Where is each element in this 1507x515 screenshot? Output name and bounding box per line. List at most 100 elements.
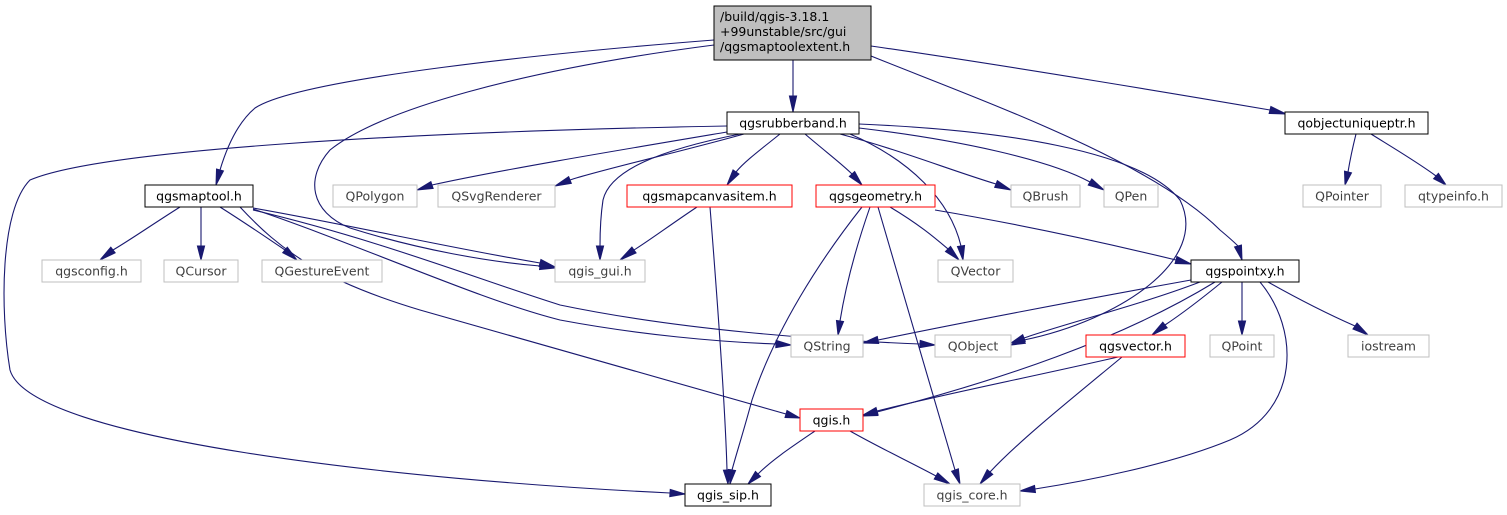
edges-layer xyxy=(3,39,1448,498)
edge-qgsmapcanvasitem-to-qgis_gui xyxy=(619,206,698,261)
edge-qgsmaptool-to-QCursor xyxy=(196,207,206,261)
node-label: qgsmaptool.h xyxy=(156,189,242,204)
node-box xyxy=(815,184,936,208)
node-box xyxy=(437,184,556,208)
node-qgspointxy[interactable]: qgspointxy.h xyxy=(1190,259,1300,283)
node-label: qgsconfig.h xyxy=(55,264,128,279)
node-qobjectuniqueptr[interactable]: qobjectuniqueptr.h xyxy=(1284,111,1429,135)
node-box xyxy=(726,111,860,135)
edge-qgsgeometry-to-qgis_sip xyxy=(727,206,863,485)
edge-qgsgeometry-to-QVector xyxy=(889,206,960,261)
node-qgsrubberband[interactable]: qgsrubberband.h xyxy=(726,111,860,135)
edge-qgsrubberband-to-qgsmapcanvasitem xyxy=(726,133,781,186)
edge-qgsvector-to-qgis_core xyxy=(979,356,1123,485)
node-box xyxy=(626,184,793,208)
node-label: /build/qgis-3.18.1 xyxy=(720,9,829,24)
edge-qgsmaptool-to-qgsconfig xyxy=(99,206,181,261)
node-label: QCursor xyxy=(176,264,228,279)
node-box xyxy=(261,259,383,283)
node-QString: QString xyxy=(790,334,864,358)
node-label: qtypeinfo.h xyxy=(1418,189,1489,204)
node-box xyxy=(1103,184,1159,208)
edge-qgsmaptool-to-qgis_gui xyxy=(252,207,556,268)
node-label: QPointer xyxy=(1315,189,1370,204)
node-label: QObject xyxy=(948,339,999,354)
node-qgsmaptool[interactable]: qgsmaptool.h xyxy=(144,184,254,208)
node-label: qobjectuniqueptr.h xyxy=(1297,116,1415,131)
edge-qobjectuniqueptr-to-QPointer xyxy=(1343,133,1357,187)
edge-qgsrubberband-to-QVector xyxy=(849,133,966,261)
node-qgis_core: qgis_core.h xyxy=(923,483,1021,507)
node-box xyxy=(1404,184,1503,208)
nodes-layer: /build/qgis-3.18.1+99unstable/src/gui/qg… xyxy=(41,5,1503,507)
edge-qgsgeometry-to-QString xyxy=(835,206,871,336)
node-box xyxy=(1209,334,1275,358)
node-qgsmapcanvasitem[interactable]: qgsmapcanvasitem.h xyxy=(626,184,793,208)
edge-qgis-to-qgis_core xyxy=(849,430,951,485)
node-label: QPen xyxy=(1115,189,1148,204)
node-label: +99unstable/src/gui xyxy=(720,24,846,39)
node-qgis[interactable]: qgis.h xyxy=(799,408,864,432)
node-QPointer: QPointer xyxy=(1302,184,1382,208)
edge-qgsrubberband-to-qgis_sip xyxy=(3,125,728,498)
node-label: /qgsmaptoolextent.h xyxy=(720,39,850,54)
edge-qgsrubberband-to-qgsgeometry xyxy=(804,133,863,186)
node-root[interactable]: /build/qgis-3.18.1+99unstable/src/gui/qg… xyxy=(713,5,872,61)
edge-qgspointxy-to-QPoint xyxy=(1237,282,1247,336)
node-label: qgspointxy.h xyxy=(1205,264,1284,279)
edge-qgsrubberband-to-QPolygon xyxy=(416,131,728,191)
node-label: QPoint xyxy=(1222,339,1263,354)
edge-qgsmaptool-to-qgis xyxy=(239,206,801,419)
edge-qgspointxy-to-QString xyxy=(862,279,1192,345)
node-box xyxy=(1302,184,1382,208)
node-box xyxy=(923,483,1021,507)
node-label: QGestureEvent xyxy=(275,264,370,279)
node-label: qgis.h xyxy=(813,413,851,428)
edge-qgsrubberband-to-QSvgRenderer xyxy=(554,133,745,187)
node-qgsgeometry[interactable]: qgsgeometry.h xyxy=(815,184,936,208)
node-QPoint: QPoint xyxy=(1209,334,1275,358)
node-label: qgsvector.h xyxy=(1099,339,1172,354)
node-box xyxy=(937,259,1014,283)
node-QCursor: QCursor xyxy=(163,259,239,283)
node-label: qgis_core.h xyxy=(936,488,1007,503)
edge-qgspointxy-to-QObject xyxy=(1009,281,1201,344)
node-iostream: iostream xyxy=(1347,334,1430,358)
node-QSvgRenderer: QSvgRenderer xyxy=(437,184,556,208)
node-box xyxy=(554,259,646,283)
node-box xyxy=(1085,334,1186,358)
edge-qgsgeometry-to-qgspointxy xyxy=(934,209,1192,265)
node-box xyxy=(799,408,864,432)
node-qgis_gui: qgis_gui.h xyxy=(554,259,646,283)
node-box xyxy=(790,334,864,358)
node-box xyxy=(1347,334,1430,358)
node-label: qgsmapcanvasitem.h xyxy=(642,189,776,204)
node-box xyxy=(713,5,872,61)
edge-qobjectuniqueptr-to-qtypeinfo xyxy=(1370,133,1448,187)
node-box xyxy=(41,259,142,283)
node-box xyxy=(1190,259,1300,283)
node-label: qgsgeometry.h xyxy=(829,189,922,204)
node-qgis_sip[interactable]: qgis_sip.h xyxy=(684,483,772,507)
node-box xyxy=(144,184,254,208)
edge-qgspointxy-to-qgis_core xyxy=(1019,281,1288,494)
edge-qgsrubberband-to-QPen xyxy=(858,127,1105,191)
node-box xyxy=(332,184,418,208)
node-qgsvector[interactable]: qgsvector.h xyxy=(1085,334,1186,358)
node-label: iostream xyxy=(1361,339,1416,354)
edge-root-to-qgsrubberband xyxy=(788,60,798,113)
node-QPen: QPen xyxy=(1103,184,1159,208)
node-box xyxy=(1010,184,1081,208)
node-QBrush: QBrush xyxy=(1010,184,1081,208)
node-QGestureEvent: QGestureEvent xyxy=(261,259,383,283)
node-label: QString xyxy=(803,339,850,354)
node-label: QPolygon xyxy=(346,189,405,204)
edge-qgis-to-qgis_sip xyxy=(747,430,816,485)
node-box xyxy=(1284,111,1429,135)
edge-root-to-qgsmaptool xyxy=(215,39,715,186)
node-box xyxy=(934,334,1012,358)
edge-qgspointxy-to-iostream xyxy=(1267,281,1369,336)
edge-qgsvector-to-qgis xyxy=(862,356,1119,416)
node-label: QVector xyxy=(951,264,1002,279)
